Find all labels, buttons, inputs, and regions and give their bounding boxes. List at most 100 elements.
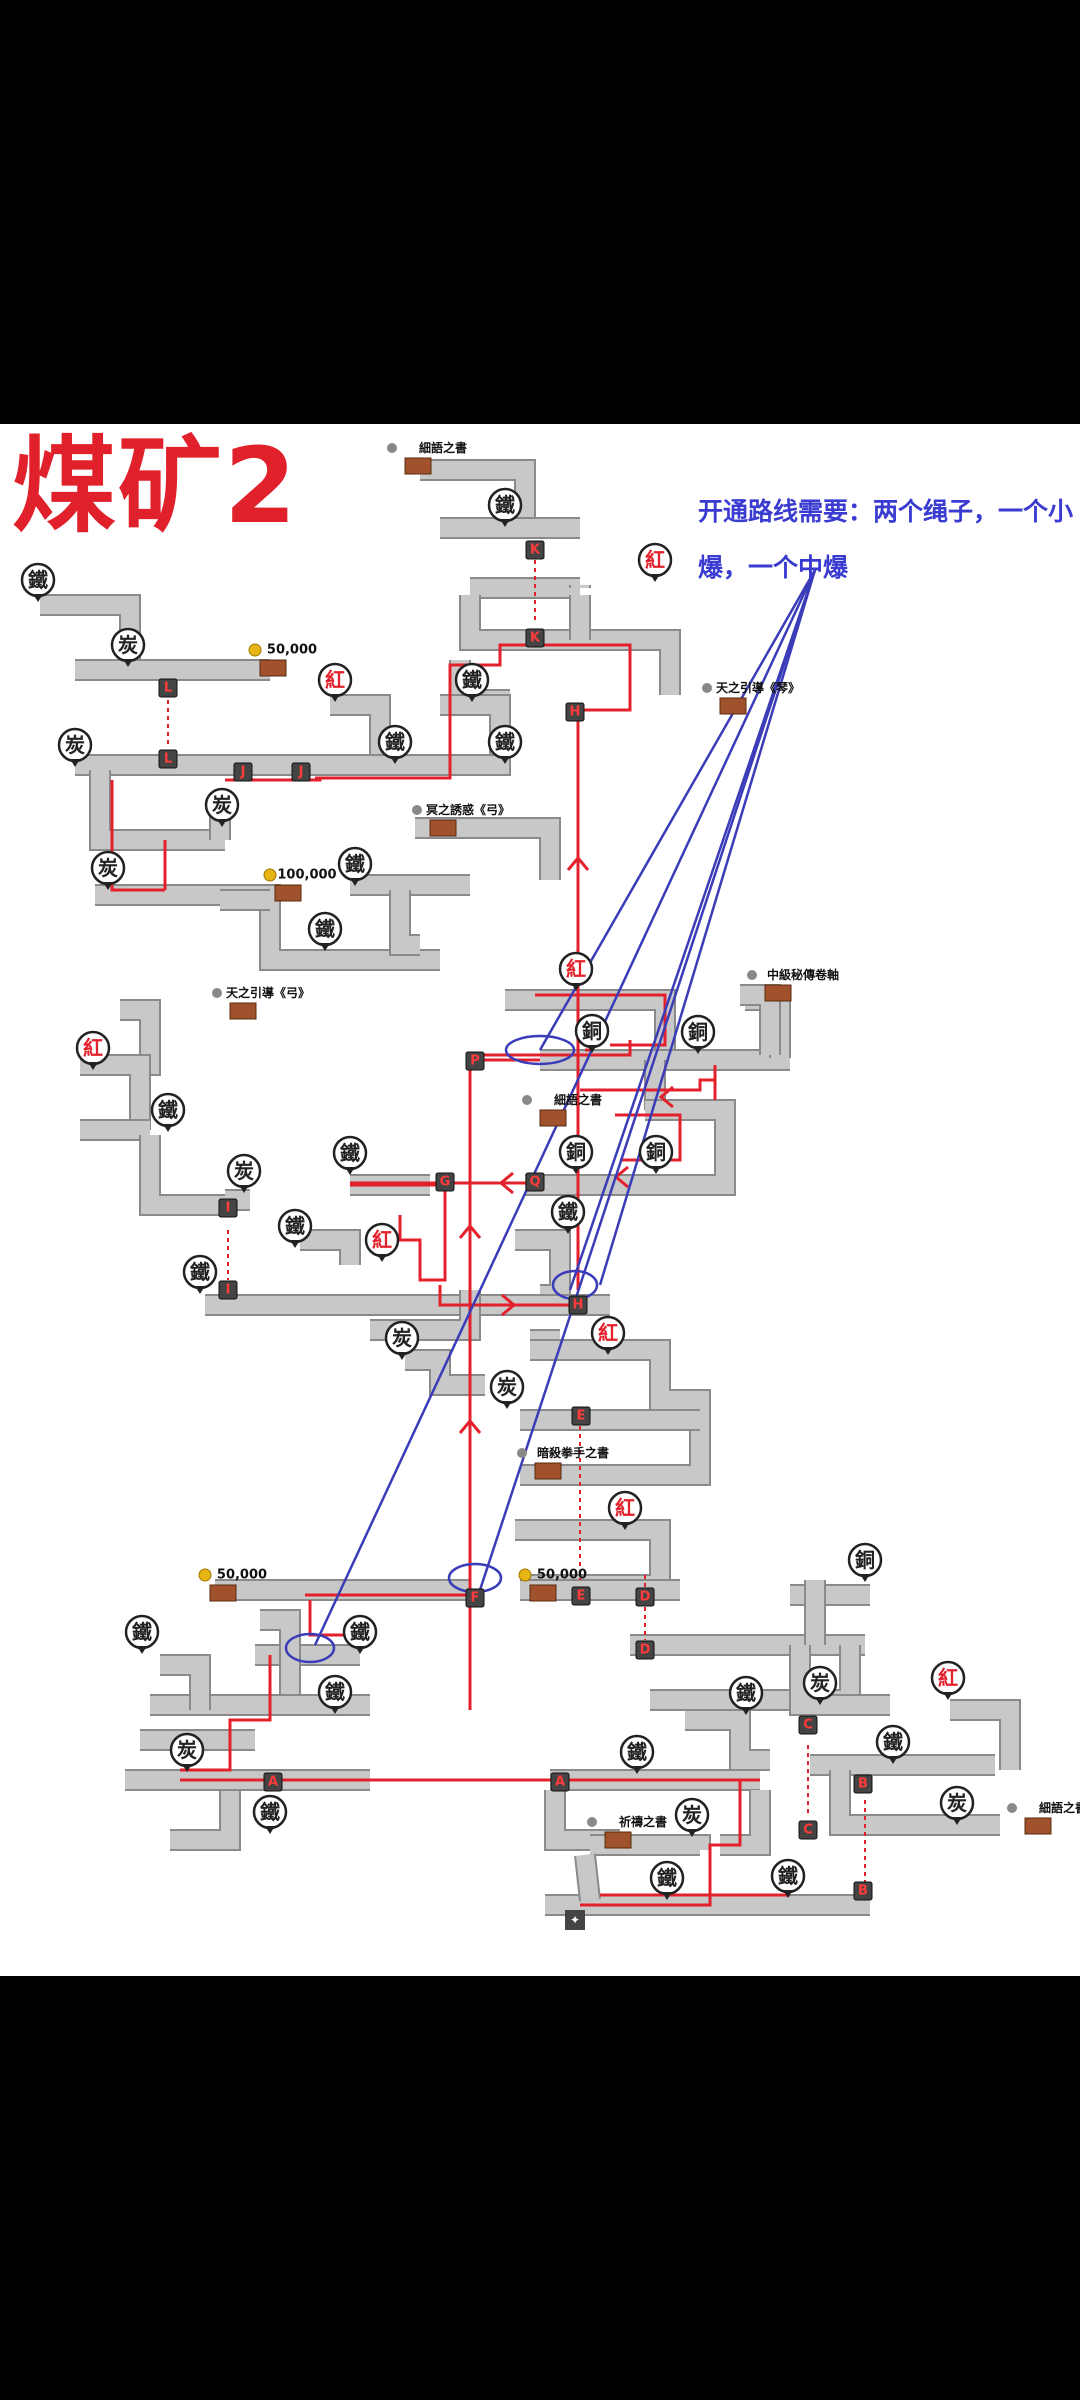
treasure-label: 細語之書 — [1039, 1800, 1080, 1815]
rock-passage — [685, 1711, 770, 1769]
coin-icon — [198, 1568, 212, 1582]
iron-ore-icon-pin — [467, 694, 477, 702]
gate-marker-label: J — [240, 765, 246, 780]
iron-ore-icon: 鐵 — [495, 493, 515, 517]
treasure-dot — [702, 683, 712, 693]
guide-line — [478, 569, 817, 1591]
iron-ore-icon-pin — [355, 1646, 365, 1654]
iron-ore-icon: 鐵 — [495, 730, 515, 754]
iron-ore-icon-pin — [320, 943, 330, 951]
iron-ore-icon: 鐵 — [158, 1098, 178, 1122]
iron-ore-icon-pin — [500, 756, 510, 764]
gate-marker-label: E — [577, 1589, 586, 1604]
gate-marker-label: D — [640, 1643, 651, 1658]
gate-marker-H — [565, 702, 585, 722]
iron-ore-icon-pin — [888, 1756, 898, 1764]
treasure-dot — [522, 1095, 532, 1105]
gate-marker-H — [568, 1295, 588, 1315]
blast-circle — [284, 1632, 336, 1664]
rock-passage — [415, 819, 559, 880]
copper-ore-icon-pin — [651, 1166, 661, 1174]
guide-line — [598, 569, 817, 1286]
gate-marker-A — [550, 1772, 570, 1792]
iron-ore-icon: 鐵 — [627, 1740, 647, 1764]
gate-marker-label: G — [440, 1175, 451, 1190]
money-label: 100,000 — [277, 868, 336, 883]
route-arrow — [498, 1171, 514, 1195]
treasure-chest-icon — [764, 984, 792, 1002]
treasure-label: 冥之誘惑《弓》 — [426, 802, 510, 817]
gate-marker-E — [571, 1406, 591, 1426]
copper-ore-icon: 銅 — [566, 1140, 586, 1164]
gate-marker-C — [798, 1820, 818, 1840]
iron-ore-icon-pin — [345, 1167, 355, 1175]
route-arrow — [501, 1293, 517, 1317]
treasure-chest-icon — [604, 1831, 632, 1849]
iron-ore-icon: 鐵 — [190, 1260, 210, 1284]
route-arrow — [458, 1223, 482, 1239]
gate-marker-label: H — [570, 705, 581, 720]
gate-marker-label: C — [803, 1823, 813, 1838]
iron-ore-icon: 鐵 — [778, 1864, 798, 1888]
copper-ore-icon-pin — [587, 1045, 597, 1053]
red-ore-icon-pin — [330, 694, 340, 702]
gate-marker-label: K — [530, 631, 541, 646]
iron-ore-icon-pin — [741, 1707, 751, 1715]
gate-marker-P — [465, 1051, 485, 1071]
coal-ore-icon-pin — [815, 1697, 825, 1705]
treasure-dot — [212, 988, 222, 998]
rock-passage — [95, 886, 440, 969]
gate-marker-label: C — [803, 1718, 813, 1733]
treasure-chest-icon — [429, 819, 457, 837]
coal-ore-icon: 炭 — [212, 793, 232, 817]
treasure-dot — [412, 805, 422, 815]
coal-ore-icon: 炭 — [497, 1375, 517, 1399]
gate-marker-J — [233, 762, 253, 782]
treasure-chest-icon — [719, 697, 747, 715]
treasure-label: 祈禱之書 — [619, 1814, 667, 1829]
gate-marker-label: I — [226, 1201, 231, 1216]
treasure-label: 細語之書 — [554, 1092, 602, 1107]
gate-marker-label: J — [298, 765, 304, 780]
rock-outline — [139, 1135, 225, 1216]
map-title: 煤矿2 — [12, 425, 299, 547]
red-ore-icon: 紅 — [566, 957, 586, 981]
coal-ore-icon-pin — [239, 1185, 249, 1193]
coin-icon — [263, 868, 277, 882]
gate-marker-label: B — [858, 1777, 868, 1792]
iron-ore-icon-pin — [390, 756, 400, 764]
treasure-chest-icon — [1024, 1817, 1052, 1835]
gate-marker-K — [525, 628, 545, 648]
copper-ore-icon-pin — [693, 1046, 703, 1054]
gate-marker-B — [853, 1881, 873, 1901]
coal-ore-icon: 炭 — [947, 1791, 967, 1815]
iron-ore-icon-pin — [662, 1892, 672, 1900]
gate-marker-label: Q — [529, 1175, 540, 1190]
iron-ore-icon: 鐵 — [325, 1680, 345, 1704]
iron-ore-icon: 鐵 — [260, 1800, 280, 1824]
red-ore-icon: 紅 — [83, 1036, 103, 1060]
iron-ore-icon: 鐵 — [385, 730, 405, 754]
red-ore-icon-pin — [88, 1062, 98, 1070]
copper-ore-icon-pin — [571, 1166, 581, 1174]
treasure-label: 暗殺拳手之書 — [537, 1445, 609, 1460]
money-chest-icon — [529, 1584, 557, 1602]
iron-ore-icon: 鐵 — [315, 917, 335, 941]
copper-ore-icon: 銅 — [855, 1548, 875, 1572]
route-line — [315, 643, 632, 780]
iron-ore-icon: 鐵 — [462, 668, 482, 692]
route-line — [110, 780, 165, 892]
coal-ore-icon-pin — [70, 759, 80, 767]
exit-marker — [565, 1910, 585, 1930]
gate-marker-L — [158, 749, 178, 769]
rock-passage — [520, 1341, 709, 1484]
gate-marker-B — [853, 1774, 873, 1794]
rock-passage — [91, 770, 225, 849]
iron-ore-icon: 鐵 — [657, 1866, 677, 1890]
route-arrow — [566, 855, 590, 871]
mine-map: 鐵鐵炭紅紅鐵鐵鐵炭炭炭鐵鐵紅鐵炭鐵鐵紅鐵鐵紅銅銅銅銅炭炭紅紅鐵鐵鐵炭鐵銅鐵炭鐵紅… — [0, 424, 1080, 1976]
iron-ore-icon: 鐵 — [883, 1730, 903, 1754]
iron-ore-icon: 鐵 — [350, 1620, 370, 1644]
coal-ore-icon-pin — [687, 1829, 697, 1837]
coal-ore-icon: 炭 — [98, 856, 118, 880]
